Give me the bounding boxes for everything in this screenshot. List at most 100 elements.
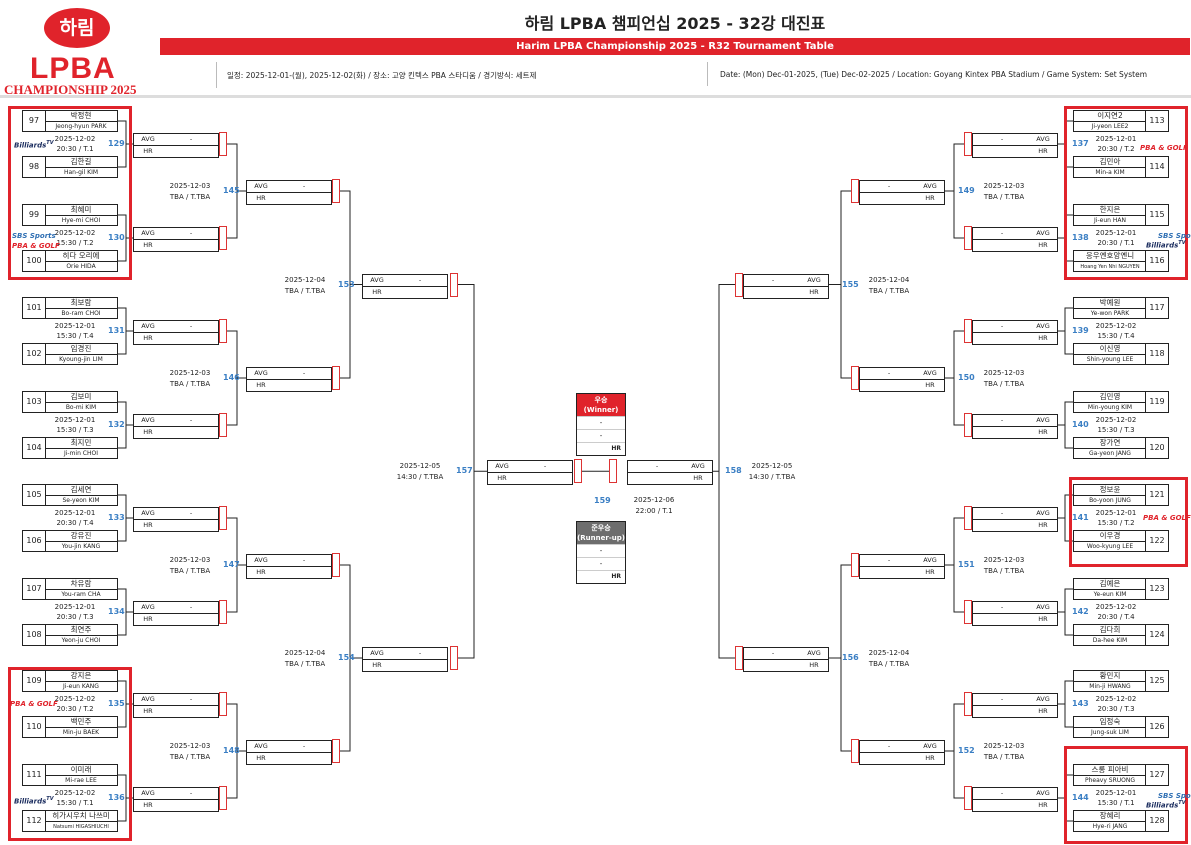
sponsor-logo: BilliardsTV [14,796,54,806]
score-label-hr: HR [372,287,382,296]
match-date: 2025-12-04 [868,649,910,657]
sponsor-logo: PBA & GOLF [12,242,60,250]
match-number: 153 [338,279,355,289]
score-label-hr: HR [143,428,153,436]
match-time: 15:30 / T.1 [56,799,94,807]
match-date: 2025-12-01 [54,603,96,611]
winner-box-label-korean: 우승 [594,396,608,404]
score-label-avg: AVG [141,135,155,143]
match-time: 15:30 / T.3 [56,426,94,434]
score-label-hr: HR [143,147,153,155]
score-row-hr: HR [247,566,331,578]
score-label-avg: AVG [141,509,155,517]
match-connector-tab [609,459,617,484]
score-value-avg: - [189,229,193,237]
player-name-english: Ji-min CHOI [63,450,99,457]
match-time: 15:30 / T.2 [56,239,94,247]
score-label-avg: AVG [1036,603,1050,611]
event-info: 일정: 2025-12-01-(월), 2025-12-02(화) / 장소: … [216,62,1191,88]
score-label-avg: AVG [141,229,155,237]
lpba-logo: 하림 LPBA CHAMPIONSHIP 2025 [4,6,154,97]
score-row-avg: AVG- [973,228,1057,239]
score-row-avg: AVG- [973,134,1057,145]
player-name-english: Han-gil KIM [63,169,99,176]
score-label-avg: AVG [1036,509,1050,517]
score-label-hr: HR [256,381,266,389]
match-time: TBA / T.TBA [169,753,211,761]
score-value-avg: - [887,742,891,750]
sponsor-logo: BilliardsTV [14,140,54,150]
score-row-hr: HR [628,472,712,484]
match-date: 2025-12-02 [1095,603,1137,611]
player-number: 104 [23,438,46,458]
match-number: 130 [108,233,125,242]
player-number: 107 [23,579,46,599]
match-number: 159 [594,496,611,506]
match-time: TBA / T.TBA [169,567,211,575]
score-label-hr: HR [143,707,153,715]
player-number: 106 [23,531,46,551]
score-row-hr: HR [860,752,944,764]
score-label-hr: HR [143,521,153,529]
score-row-hr: HR [860,379,944,391]
match-connector-tab [964,506,972,530]
player-name-korean: 최지민 [45,438,117,449]
player-number: 108 [23,625,46,645]
score-row-avg: AVG- [247,741,331,752]
player-name-korean: 김한길 [45,157,117,168]
player-name-english: Jeong-hyun PARK [55,123,107,130]
match-date: 2025-12-01 [1095,229,1137,237]
score-box: AVG-HR [487,460,573,486]
score-value-avg: - [1000,695,1004,703]
score-box: AVG-HR [133,414,219,439]
score-row-hr: HR [134,613,218,625]
score-label-hr: HR [143,615,153,623]
score-row-hr: HR [134,519,218,531]
score-row-avg: AVG- [860,181,944,192]
score-box: AVG-HR [627,460,713,486]
match-time: TBA / T.TBA [983,567,1025,575]
score-box: AVG-HR [133,601,219,626]
player-name-korean: 차유람 [45,579,117,590]
match-connector-tab [332,739,340,763]
player-name-korean: 백민주 [45,717,117,728]
